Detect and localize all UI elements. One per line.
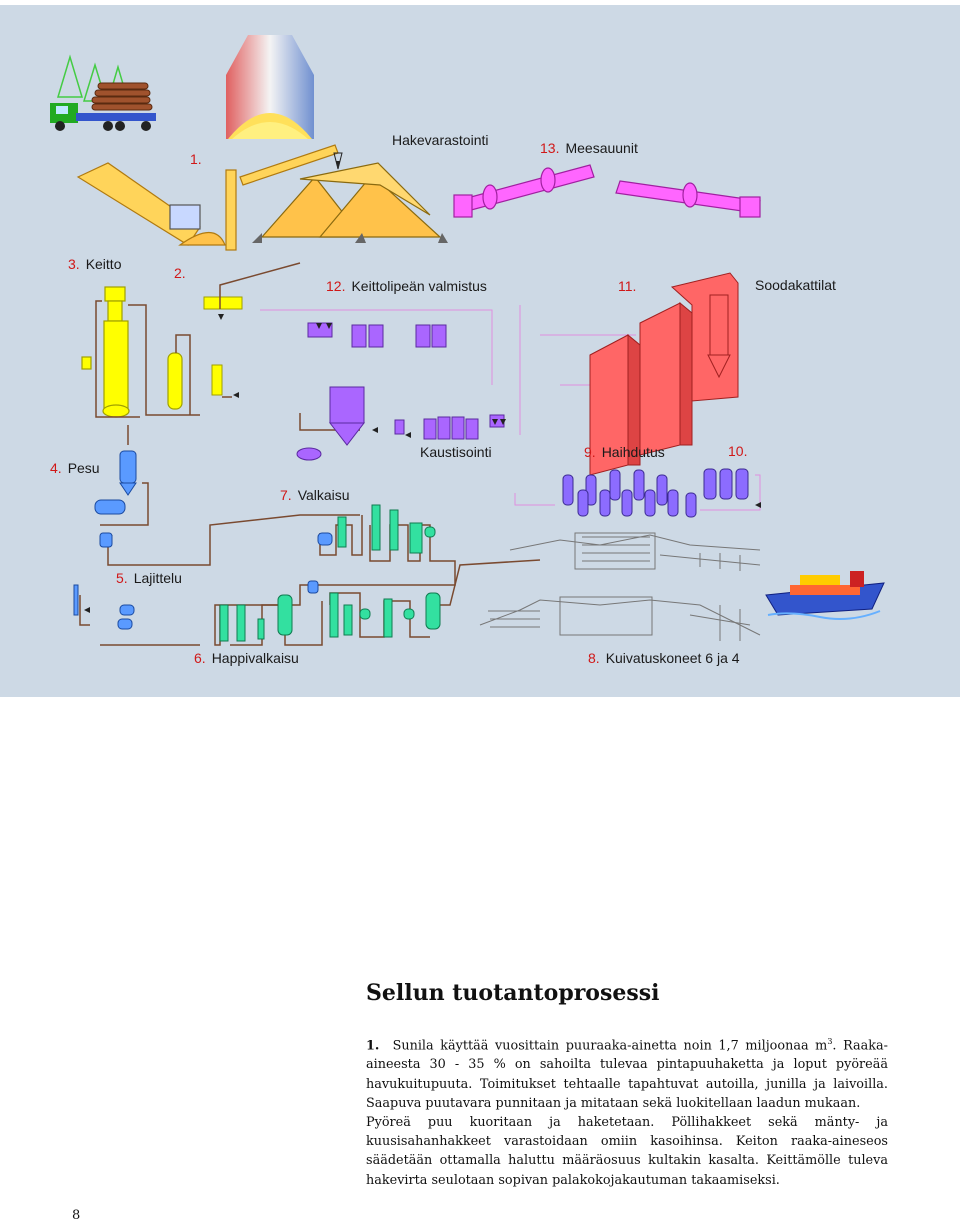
paragraph-1: 1. Sunila käyttää vuosittain puuraaka-ai… (366, 1032, 888, 1113)
recovery-boiler-icon (589, 272, 739, 476)
label-causticizing: Kaustisointi (420, 444, 492, 460)
label-step-9: 9.Haihdutus (584, 444, 665, 460)
process-illustration (50, 35, 885, 646)
label-recovery-boilers: Soodakattilat (755, 277, 836, 293)
label-step-7: 7.Valkaisu (280, 487, 350, 503)
item-number: 1. (366, 1038, 380, 1054)
paragraph-1-start: Sunila käyttää vuosittain puuraaka-ainet… (392, 1038, 828, 1054)
label-step-11: 11. (618, 278, 637, 294)
washer-icon (73, 450, 333, 630)
debarking-drum-icon (76, 144, 339, 251)
label-step-3: 3.Keitto (68, 256, 122, 272)
label-step-5: 5.Lajittelu (116, 570, 182, 586)
digester-icon (81, 286, 183, 418)
chip-silo-icon (226, 35, 314, 139)
cargo-ship-icon (765, 571, 885, 620)
label-step-12: 12.Keittolipeän valmistus (326, 278, 487, 294)
label-step-13: 13.Meesauunit (540, 140, 638, 156)
log-truck-icon (50, 82, 156, 131)
paragraph-1-end: . Raaka-aineesta 30 - 35 % on sahoilta t… (366, 1038, 888, 1111)
process-diagram: 1. Hakevarastointi 13.Meesauunit 3.Keitt… (0, 5, 960, 697)
causticizing-tanks-icon (296, 322, 505, 461)
paragraph-2: Pyöreä puu kuoritaan ja haketetaan. Pöll… (366, 1115, 888, 1188)
label-step-1: 1. (190, 151, 202, 167)
label-chip-storage: Hakevarastointi (392, 132, 489, 148)
drying-machine-icon (479, 532, 761, 641)
label-step-6: 6.Happivalkaisu (194, 650, 299, 666)
article-title: Sellun tuotantoprosessi (366, 980, 660, 1006)
liquor-pipes (260, 305, 761, 511)
bleaching-towers-icon (219, 504, 441, 642)
page-number: 8 (72, 1208, 81, 1223)
label-step-2: 2. (174, 265, 186, 281)
article-body: 1. Sunila käyttää vuosittain puuraaka-ai… (366, 1032, 888, 1190)
unit-superscript: 3 (827, 1037, 833, 1046)
lime-kiln-icon (453, 164, 761, 218)
flow-arrows (84, 152, 761, 613)
label-step-4: 4.Pesu (50, 460, 100, 476)
chip-pile-icon (252, 162, 448, 243)
label-step-10: 10. (728, 443, 748, 459)
evaporation-plant-icon (562, 468, 749, 518)
label-step-8: 8.Kuivatuskoneet 6 ja 4 (588, 650, 740, 666)
chip-screen-icon (203, 296, 243, 396)
